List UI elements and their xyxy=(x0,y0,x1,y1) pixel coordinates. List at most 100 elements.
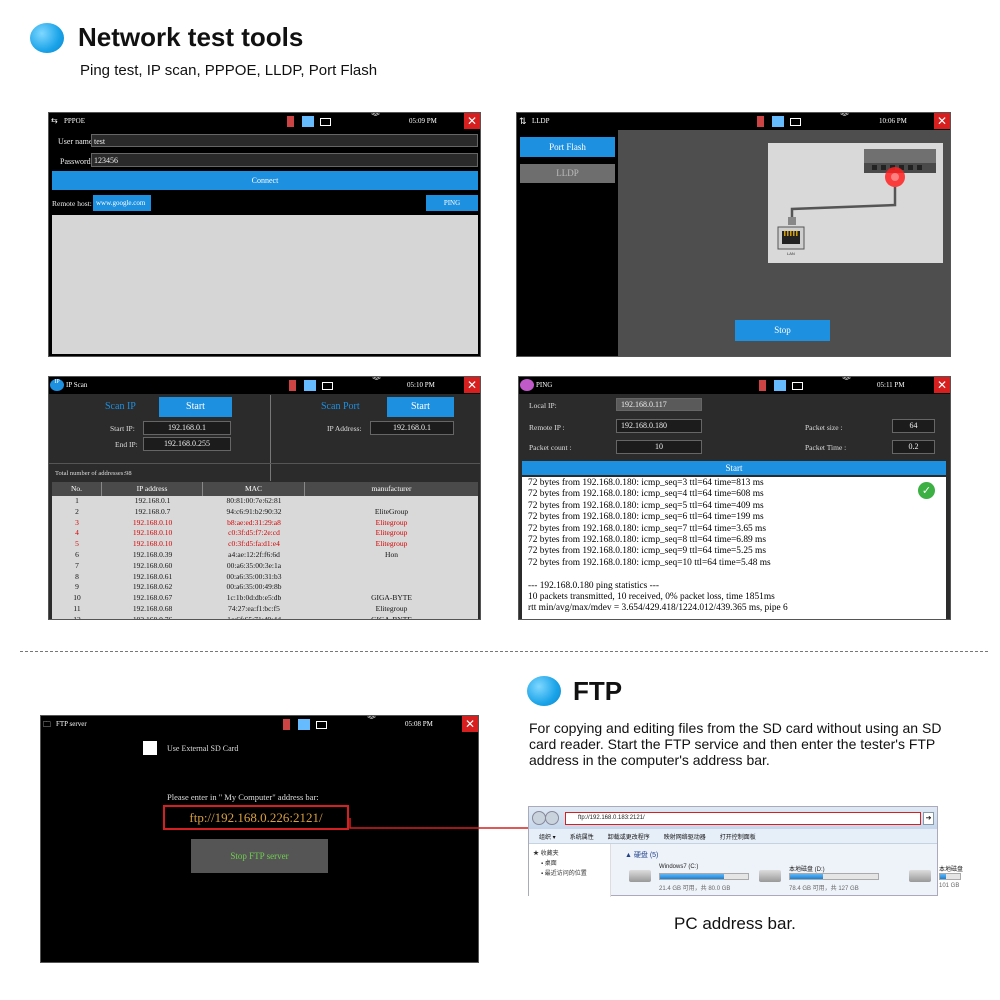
chevron-down-icon[interactable]: ︾ xyxy=(842,376,852,386)
cell-ip: 192.168.0.62 xyxy=(132,582,173,592)
packet-time-field[interactable]: 0.2 xyxy=(892,440,935,454)
drive-usage-fill xyxy=(940,874,946,879)
battery-icon xyxy=(316,721,327,729)
cell-mac: b8:ae:ed:31:29:a8 xyxy=(227,517,281,527)
username-field[interactable]: test xyxy=(91,134,478,147)
scan-port-start-button[interactable]: Start xyxy=(387,397,454,417)
desktop-item[interactable]: ▪ 桌面 xyxy=(541,861,557,867)
cell-mac: c0:3f:d5:f7:2e:cd xyxy=(228,528,280,538)
end-ip-field[interactable]: 192.168.0.255 xyxy=(143,437,231,451)
stop-ftp-button[interactable]: Stop FTP server xyxy=(191,839,328,873)
chevron-down-icon[interactable]: ︾ xyxy=(371,112,381,122)
remote-ip-field[interactable]: 192.168.0.180 xyxy=(616,419,702,433)
chevron-down-icon[interactable]: ︾ xyxy=(367,715,377,725)
packet-count-label: Packet count : xyxy=(529,443,572,452)
cell-ip: 192.168.0.67 xyxy=(132,593,173,603)
drive-item[interactable]: 本地磁盘 (D:)78.4 GB 可用，共 127 GB xyxy=(759,862,884,896)
stop-button[interactable]: Stop xyxy=(735,320,830,341)
ping-output-line: 72 bytes from 192.168.0.180: icmp_seq=10… xyxy=(528,557,771,568)
battery-icon xyxy=(792,382,803,390)
ip-address-field[interactable]: 192.168.0.1 xyxy=(370,421,454,435)
toolbar-item[interactable]: 打开控制面板 xyxy=(719,835,756,841)
hard-drive-icon xyxy=(759,870,781,882)
lan-status-icon xyxy=(304,380,316,391)
ping-button[interactable]: PING xyxy=(426,195,478,211)
packet-count-field[interactable]: 10 xyxy=(616,440,702,454)
hard-drive-icon xyxy=(629,870,651,882)
pppoe-title-bar: ⇆ PPPOE ︾ 05:09 PM ✕ xyxy=(49,113,480,130)
toolbar-item[interactable]: 系统属性 xyxy=(569,835,594,841)
forward-button[interactable] xyxy=(545,811,559,825)
external-sd-checkbox[interactable] xyxy=(143,741,157,755)
ftp-time: 05:08 PM xyxy=(405,720,433,728)
close-icon[interactable]: ✕ xyxy=(464,377,480,393)
lldp-button[interactable]: LLDP xyxy=(520,164,615,183)
lldp-diagram: LAN xyxy=(768,143,943,263)
section-divider xyxy=(20,651,988,652)
ping-output-line: 72 bytes from 192.168.0.180: icmp_seq=7 … xyxy=(528,523,766,534)
toolbar-item[interactable]: 卸载或更改程序 xyxy=(607,835,650,841)
ping-title-bar: PING ︾ 05:11 PM ✕ xyxy=(519,377,950,394)
lldp-app-icon: ⇅ xyxy=(519,116,527,126)
sd-card-icon xyxy=(757,116,764,127)
port-flash-button[interactable]: Port Flash xyxy=(520,137,615,157)
ping-output-line: 72 bytes from 192.168.0.180: icmp_seq=8 … xyxy=(528,535,766,546)
drive-free-space: 21.4 GB 可用，共 80.0 GB xyxy=(659,886,731,892)
chevron-down-icon[interactable]: ︾ xyxy=(840,112,850,122)
cell-mfr: Elitegroup xyxy=(375,517,408,527)
recent-item[interactable]: ▪ 最近访问的位置 xyxy=(541,871,587,877)
ipscan-title-bar: IP IP Scan ︾ 05:10 PM ✕ xyxy=(49,377,480,394)
cell-mac: a4:ae:12:2f:f6:6d xyxy=(228,549,280,559)
toolbar-item[interactable]: 映射网络驱动器 xyxy=(663,835,706,841)
pc-explorer: ftp://192.168.0.183:2121/ ➔ 组织 ▾ 系统属性 卸载或更… xyxy=(528,806,963,897)
drive-item[interactable]: Windows7 (C:) 21.4 GB 可用，共 80.0 GB xyxy=(629,862,754,896)
drive-name: Windows7 (C:) xyxy=(659,864,699,870)
toolbar-item[interactable]: 组织 ▾ xyxy=(539,835,556,841)
go-arrow-icon[interactable]: ➔ xyxy=(923,812,934,825)
explorer-address-bar[interactable]: ftp://192.168.0.183:2121/ xyxy=(565,812,921,825)
close-icon[interactable]: ✕ xyxy=(462,716,478,732)
external-sd-label: Use External SD Card xyxy=(167,744,239,753)
remote-host-field[interactable]: www.google.com xyxy=(93,195,151,211)
close-icon[interactable]: ✕ xyxy=(934,377,950,393)
start-ip-field[interactable]: 192.168.0.1 xyxy=(143,421,231,435)
cell-mfr: Hon xyxy=(385,549,398,559)
close-icon[interactable]: ✕ xyxy=(464,113,480,129)
cell-ip: 192.168.0.10 xyxy=(132,517,173,527)
ping-output-line: --- 192.168.0.180 ping statistics --- xyxy=(528,580,659,591)
password-field[interactable]: 123456 xyxy=(91,153,478,167)
col-no: No. xyxy=(52,482,102,496)
ftp-description: For copying and editing files from the S… xyxy=(529,720,942,768)
ping-output-line xyxy=(528,569,788,580)
ping-start-button[interactable]: Start xyxy=(522,461,946,475)
close-icon[interactable]: ✕ xyxy=(934,113,950,129)
back-button[interactable] xyxy=(532,811,546,825)
cell-ip: 192.168.0.1 xyxy=(134,496,171,505)
drive-usage-bar xyxy=(789,873,879,880)
drive-name: 本地磁盘 xyxy=(939,867,964,873)
page-title: Network test tools xyxy=(78,22,304,52)
packet-size-field[interactable]: 64 xyxy=(892,419,935,433)
chevron-down-icon[interactable]: ︾ xyxy=(372,376,382,386)
scan-ip-start-button[interactable]: Start xyxy=(159,397,232,417)
favorites-item[interactable]: ★ 收藏夹 xyxy=(533,851,559,857)
cell-mac: 94:c6:91:b2:90:32 xyxy=(226,506,282,516)
ipscan-screen: IP IP Scan ︾ 05:10 PM ✕ Scan IP Start St… xyxy=(48,376,481,620)
cell-mfr: Elitegroup xyxy=(375,528,408,538)
drive-free-space: 78.4 GB 可用，共 127 GB xyxy=(789,886,859,892)
connect-button[interactable]: Connect xyxy=(52,171,478,190)
section-bullet-icon xyxy=(527,676,561,706)
